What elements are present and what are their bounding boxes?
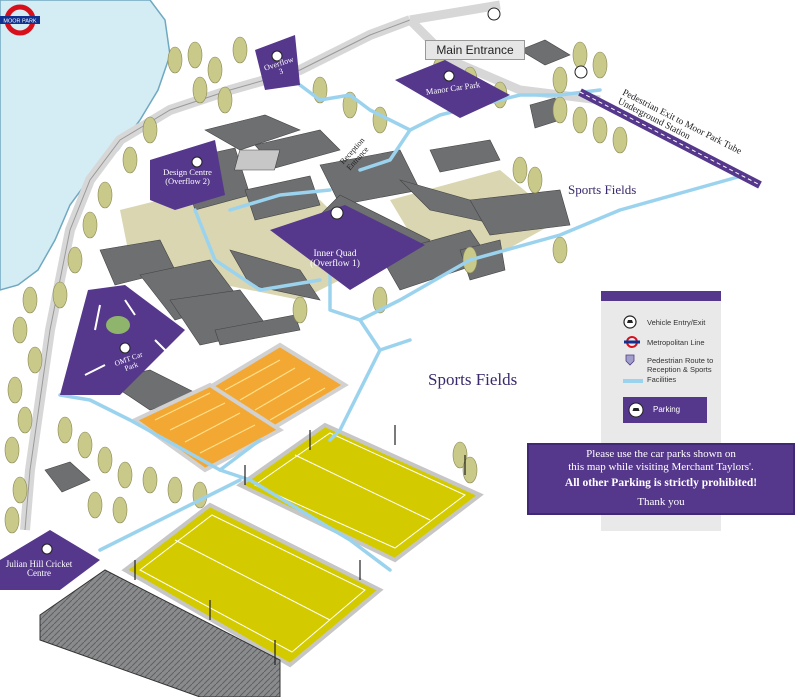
traffic-arrows: [84, 299, 171, 376]
sports-fields-label-top: Sports Fields: [568, 182, 637, 197]
legend-top-bar: [601, 291, 721, 301]
main-entrance-label: Main Entrance: [425, 40, 525, 60]
vehicle-entry-icons: [41, 7, 588, 555]
notice-line-1: Please use the car parks shown on: [586, 448, 736, 460]
omt-tree-cluster: [106, 316, 130, 334]
pedestrian-routes: [58, 83, 747, 572]
inner-quad-label: Inner Quad (Overflow 1): [310, 249, 360, 269]
notice-warning: All other Parking is strictly prohibited…: [564, 477, 758, 490]
metropolitan-line-centre: [579, 91, 761, 186]
tennis-courts-lower: [131, 382, 284, 473]
metropolitan-line-icon: [624, 336, 640, 348]
legend-text-pedestrian: Pedestrian Route to Reception & Sports F…: [647, 356, 714, 384]
parking-vehicle-icon: [628, 402, 644, 418]
legend-text-metropolitan: Metropolitan Line: [647, 338, 705, 347]
julian-hill-label: Julian Hill Cricket Centre: [5, 559, 73, 579]
perimeter-road-edge: [24, 19, 411, 531]
legend-text-vehicle: Vehicle Entry/Exit: [647, 318, 706, 327]
crest-icon: [625, 354, 635, 366]
notice-line-2: this map while visiting Merchant Taylors…: [568, 460, 754, 473]
inner-quad-parking[interactable]: [270, 205, 425, 290]
cricket-centre-building: [39, 569, 281, 697]
sports-fields-label-mid: Sports Fields: [428, 370, 518, 389]
floodlights: [134, 425, 466, 665]
design-centre-label: Design Centre (Overflow 2): [163, 167, 212, 186]
moor-park-roundel-text: MOOR PARK: [3, 19, 37, 25]
legend-text-parking: Parking: [653, 405, 681, 414]
parking-notice: Please use the car parks shown on this m…: [527, 443, 795, 515]
trees: [4, 36, 628, 534]
design-centre-parking[interactable]: [150, 140, 225, 210]
pitch-lower: [121, 502, 384, 668]
omt-car-park[interactable]: [60, 285, 185, 395]
moor-park-roundel-icon: MOOR PARK: [0, 4, 40, 36]
overflow-3-parking[interactable]: [255, 35, 300, 90]
legend-item-parking: Parking: [623, 397, 707, 423]
notice-thanks: Thank you: [637, 495, 685, 508]
vehicle-entry-icon: [623, 315, 637, 329]
manor-car-park[interactable]: [395, 60, 510, 118]
pedestrian-route-swatch: [623, 379, 643, 383]
julian-hill-parking[interactable]: [0, 530, 100, 590]
reception-courtyard: [234, 149, 281, 171]
